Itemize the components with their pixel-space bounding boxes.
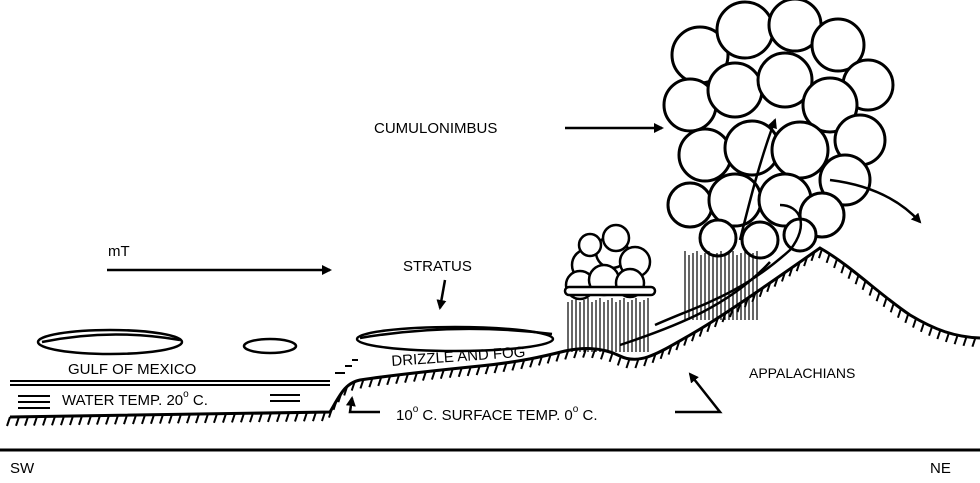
- rain-shaft-small: [568, 298, 648, 352]
- stratus-pointer-arrow: [440, 280, 445, 308]
- degree-symbol-2: o: [573, 404, 579, 415]
- cumulonimbus-label: CUMULONIMBUS: [374, 121, 497, 136]
- appalachians-label: APPALACHIANS: [749, 366, 855, 380]
- surface-temp-b: C. SURFACE TEMP. 0: [418, 407, 573, 424]
- ne-direction-label: NE: [930, 461, 951, 476]
- air-mass-label: mT: [108, 244, 130, 259]
- surface-temp-label: 10o C. SURFACE TEMP. 0o C.: [396, 407, 597, 423]
- surface-temp-a: 10: [396, 407, 413, 424]
- gulf-label: GULF OF MEXICO: [68, 362, 196, 377]
- surface-temp-right-arrow: [675, 374, 720, 412]
- surface-temp-c: C.: [578, 407, 597, 424]
- cumulus-cloud: [565, 225, 655, 299]
- degree-symbol-1: o: [413, 404, 419, 415]
- water-temp-label: WATER TEMP. 20o C.: [62, 392, 208, 408]
- cumulonimbus-cloud: [664, 0, 893, 258]
- water-temp-text: WATER TEMP. 20: [62, 392, 183, 409]
- surface-temp-left-arrow: [350, 398, 380, 412]
- degree-symbol: o: [183, 389, 189, 400]
- water-temp-unit: C.: [189, 392, 208, 409]
- stratus-label: STRATUS: [403, 259, 472, 274]
- sw-direction-label: SW: [10, 461, 34, 476]
